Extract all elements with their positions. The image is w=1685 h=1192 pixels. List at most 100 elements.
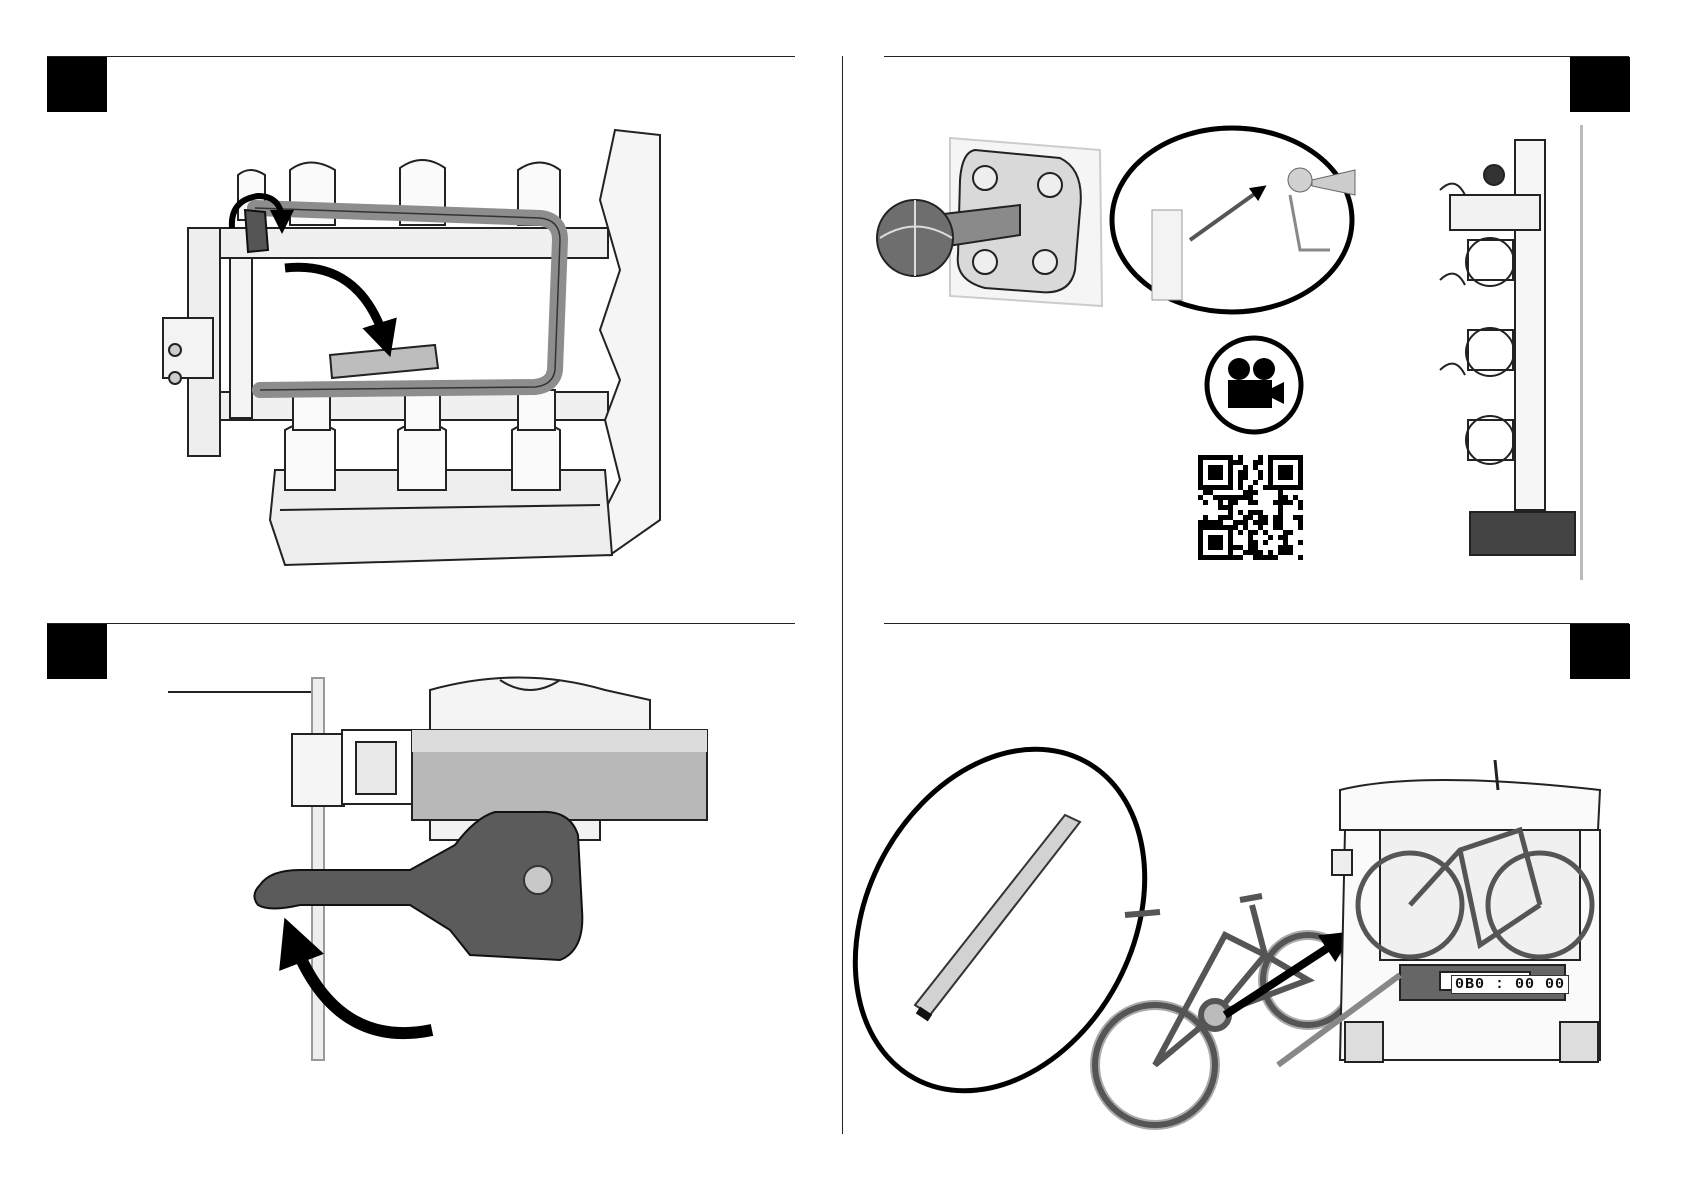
- qr-module: [1198, 540, 1203, 545]
- qr-module: [1228, 530, 1233, 535]
- qr-module: [1263, 530, 1268, 535]
- wheel-holder-bottom: [285, 390, 560, 490]
- qr-module: [1278, 475, 1283, 480]
- qr-module: [1268, 485, 1273, 490]
- qr-module: [1273, 455, 1278, 460]
- qr-module: [1208, 485, 1213, 490]
- qr-module: [1258, 525, 1263, 530]
- qr-module: [1203, 520, 1208, 525]
- qr-module: [1283, 535, 1288, 540]
- qr-module: [1218, 475, 1223, 480]
- qr-module: [1273, 485, 1278, 490]
- qr-module: [1278, 550, 1283, 555]
- qr-module: [1263, 555, 1268, 560]
- qr-module: [1208, 465, 1213, 470]
- qr-module: [1283, 545, 1288, 550]
- qr-module: [1213, 555, 1218, 560]
- qr-module: [1253, 510, 1258, 515]
- qr-module: [1228, 475, 1233, 480]
- qr-module: [1198, 480, 1203, 485]
- qr-module: [1208, 555, 1213, 560]
- qr-module: [1228, 515, 1233, 520]
- qr-module: [1248, 510, 1253, 515]
- qr-module: [1218, 465, 1223, 470]
- qr-module: [1228, 495, 1233, 500]
- qr-module: [1298, 520, 1303, 525]
- qr-module: [1278, 490, 1283, 495]
- qr-module: [1248, 540, 1253, 545]
- qr-module: [1288, 485, 1293, 490]
- qr-code: [1198, 455, 1303, 560]
- qr-module: [1278, 465, 1283, 470]
- qr-module: [1288, 545, 1293, 550]
- qr-module: [1238, 530, 1243, 535]
- qr-module: [1238, 455, 1243, 460]
- qr-module: [1228, 555, 1233, 560]
- qr-module: [1298, 480, 1303, 485]
- qr-module: [1238, 555, 1243, 560]
- load-arrow: [1225, 940, 1340, 1015]
- qr-module: [1218, 515, 1223, 520]
- qr-module: [1243, 465, 1248, 470]
- qr-module: [1263, 485, 1268, 490]
- qr-module: [1283, 540, 1288, 545]
- qr-module: [1293, 485, 1298, 490]
- qr-module: [1258, 520, 1263, 525]
- qr-module: [1273, 525, 1278, 530]
- qr-module: [1283, 470, 1288, 475]
- qr-module: [1283, 455, 1288, 460]
- qr-module: [1243, 550, 1248, 555]
- qr-module: [1218, 535, 1223, 540]
- qr-module: [1213, 525, 1218, 530]
- qr-module: [1253, 555, 1258, 560]
- qr-module: [1273, 500, 1278, 505]
- qr-module: [1233, 495, 1238, 500]
- qr-module: [1233, 545, 1238, 550]
- qr-module: [1278, 545, 1283, 550]
- qr-module: [1288, 465, 1293, 470]
- qr-module: [1298, 515, 1303, 520]
- qr-module: [1238, 470, 1243, 475]
- qr-module: [1213, 475, 1218, 480]
- qr-module: [1198, 475, 1203, 480]
- qr-module: [1238, 495, 1243, 500]
- qr-module: [1243, 515, 1248, 520]
- qr-module: [1253, 465, 1258, 470]
- qr-module: [1228, 525, 1233, 530]
- qr-module: [1248, 530, 1253, 535]
- qr-module: [1278, 500, 1283, 505]
- qr-module: [1238, 485, 1243, 490]
- qr-module: [1298, 460, 1303, 465]
- qr-module: [1228, 500, 1233, 505]
- qr-module: [1278, 495, 1283, 500]
- qr-module: [1213, 540, 1218, 545]
- qr-module: [1288, 470, 1293, 475]
- qr-module: [1208, 545, 1213, 550]
- qr-module: [1268, 475, 1273, 480]
- qr-module: [1253, 545, 1258, 550]
- qr-module: [1218, 485, 1223, 490]
- qr-module: [1243, 475, 1248, 480]
- qr-module: [1258, 510, 1263, 515]
- qr-module: [1203, 515, 1208, 520]
- qr-module: [1268, 535, 1273, 540]
- qr-module: [1223, 495, 1228, 500]
- qr-module: [1293, 515, 1298, 520]
- qr-module: [1278, 470, 1283, 475]
- qr-module: [1198, 470, 1203, 475]
- qr-module: [1258, 455, 1263, 460]
- qr-module: [1298, 475, 1303, 480]
- qr-module: [1213, 545, 1218, 550]
- qr-module: [1198, 520, 1203, 525]
- qr-module: [1218, 505, 1223, 510]
- qr-module: [1218, 545, 1223, 550]
- qr-module: [1298, 455, 1303, 460]
- qr-module: [1218, 540, 1223, 545]
- qr-module: [1298, 485, 1303, 490]
- qr-module: [1218, 500, 1223, 505]
- qr-module: [1278, 455, 1283, 460]
- qr-module: [1208, 475, 1213, 480]
- qr-module: [1198, 465, 1203, 470]
